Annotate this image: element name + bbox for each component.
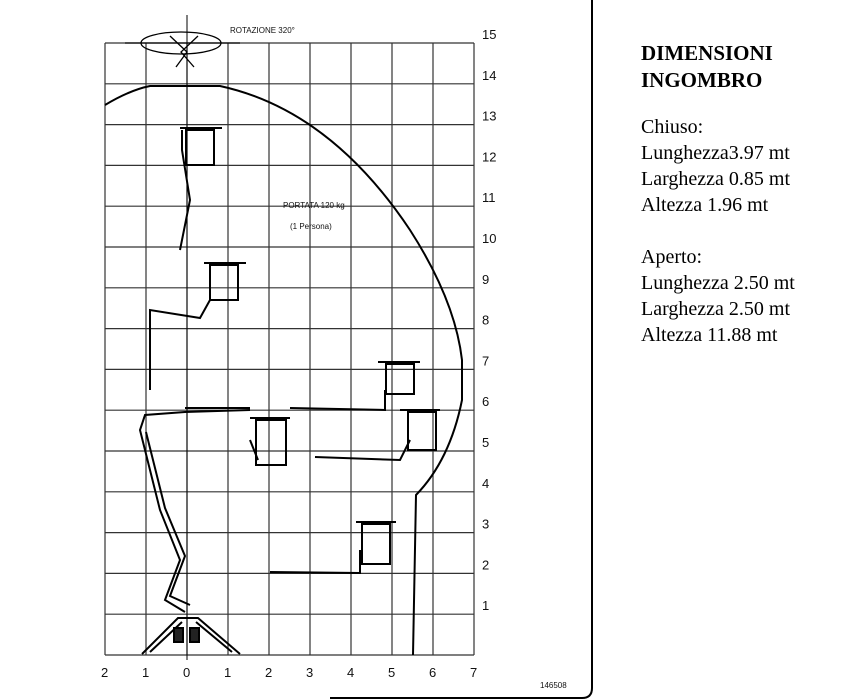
- y-tick-label: 12: [482, 149, 496, 164]
- capacity-label: PORTATA 120 kg: [283, 201, 345, 210]
- open-width: Larghezza 2.50 mt: [641, 298, 791, 320]
- dimensions-title: DIMENSIONI INGOMBRO: [641, 40, 795, 94]
- frame-border: [330, 0, 593, 699]
- open-length: Lunghezza 2.50 mt: [641, 272, 795, 294]
- title-line-2: INGOMBRO: [641, 68, 763, 92]
- platform-machine: [138, 130, 411, 655]
- x-tick-label: 3: [306, 665, 313, 680]
- x-tick-label: 5: [388, 665, 395, 680]
- y-tick-label: 10: [482, 231, 496, 246]
- open-height: Altezza 11.88 mt: [641, 324, 778, 346]
- y-tick-label: 6: [482, 394, 489, 409]
- y-tick-label: 1: [482, 598, 489, 613]
- rotation-label: ROTAZIONE 320°: [230, 26, 295, 35]
- y-tick-label: 4: [482, 476, 489, 491]
- working-envelope: [104, 85, 463, 656]
- y-tick-label: 2: [482, 557, 489, 572]
- x-tick-label: 7: [470, 665, 477, 680]
- x-tick-label: 1: [142, 665, 149, 680]
- y-tick-label: 13: [482, 109, 496, 124]
- closed-height: Altezza 1.96 mt: [641, 194, 769, 216]
- baskets: [180, 127, 440, 565]
- rotation-symbol: [125, 31, 240, 68]
- y-tick-label: 3: [482, 517, 489, 532]
- x-tick-label: 1: [224, 665, 231, 680]
- closed-length: Lunghezza3.97 mt: [641, 142, 790, 164]
- dimensions-panel: DIMENSIONI INGOMBRO Chiuso: Lunghezza3.9…: [641, 40, 795, 374]
- working-envelope-diagram: ROTAZIONE 320° PORTATA 120 kg (1 Persona…: [101, 0, 593, 699]
- title-line-1: DIMENSIONI: [641, 41, 773, 65]
- y-tick-label: 5: [482, 435, 489, 450]
- closed-heading: Chiuso:: [641, 116, 704, 138]
- open-dimensions: Aperto: Lunghezza 2.50 mt Larghezza 2.50…: [641, 244, 795, 348]
- open-heading: Aperto:: [641, 246, 703, 268]
- drawing-code: 146508: [540, 681, 567, 690]
- grid: [104, 42, 475, 656]
- y-tick-label: 14: [482, 68, 496, 83]
- x-tick-label: 6: [429, 665, 436, 680]
- x-axis-ticks: 2 1 0 1 2 3 4 5 6 7: [101, 665, 477, 680]
- y-tick-label: 15: [482, 27, 496, 42]
- persons-label: (1 Persona): [290, 222, 332, 231]
- y-tick-label: 11: [482, 190, 496, 205]
- closed-dimensions: Chiuso: Lunghezza3.97 mt Larghezza 0.85 …: [641, 114, 795, 218]
- y-tick-label: 7: [482, 353, 489, 368]
- y-tick-label: 8: [482, 313, 489, 328]
- x-tick-label: 4: [347, 665, 354, 680]
- x-tick-label: 2: [101, 665, 108, 680]
- x-tick-label: 0: [183, 665, 190, 680]
- y-tick-label: 9: [482, 272, 489, 287]
- closed-width: Larghezza 0.85 mt: [641, 168, 791, 190]
- x-tick-label: 2: [265, 665, 272, 680]
